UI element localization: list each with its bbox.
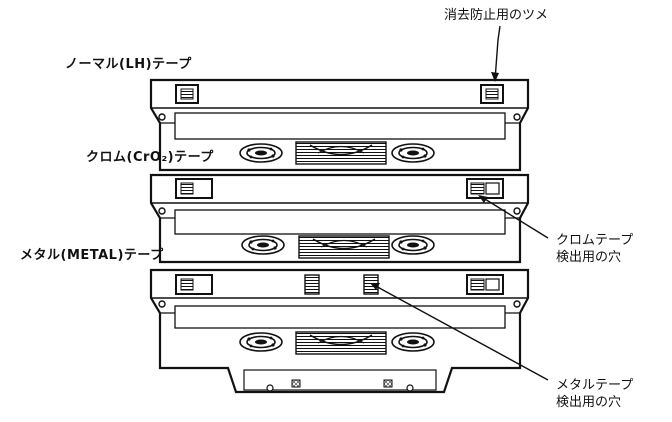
label-erase-prevention-tab: 消去防止用のツメ — [444, 8, 549, 23]
note-chrome-line1: クロムテープ — [556, 233, 634, 248]
note-metal-detection-hole: メタルテープ 検出用の穴 — [556, 377, 633, 411]
note-metal-line1: メタルテープ — [556, 378, 634, 393]
cassette-metal — [149, 268, 530, 394]
label-normal-tape: ノーマル(LH)テープ — [65, 57, 192, 72]
label-chrome-tape: クロム(CrO₂)テープ — [86, 150, 214, 165]
note-metal-line2: 検出用の穴 — [556, 395, 622, 410]
note-chrome-line2: 検出用の穴 — [556, 250, 622, 265]
leader-arrowheads — [370, 72, 499, 290]
note-chrome-detection-hole: クロムテープ 検出用の穴 — [556, 232, 633, 266]
cassette-normal — [149, 78, 530, 172]
cassette-chrome — [149, 173, 530, 264]
leader-lines — [371, 25, 549, 381]
label-metal-tape: メタル(METAL)テープ — [20, 248, 164, 263]
